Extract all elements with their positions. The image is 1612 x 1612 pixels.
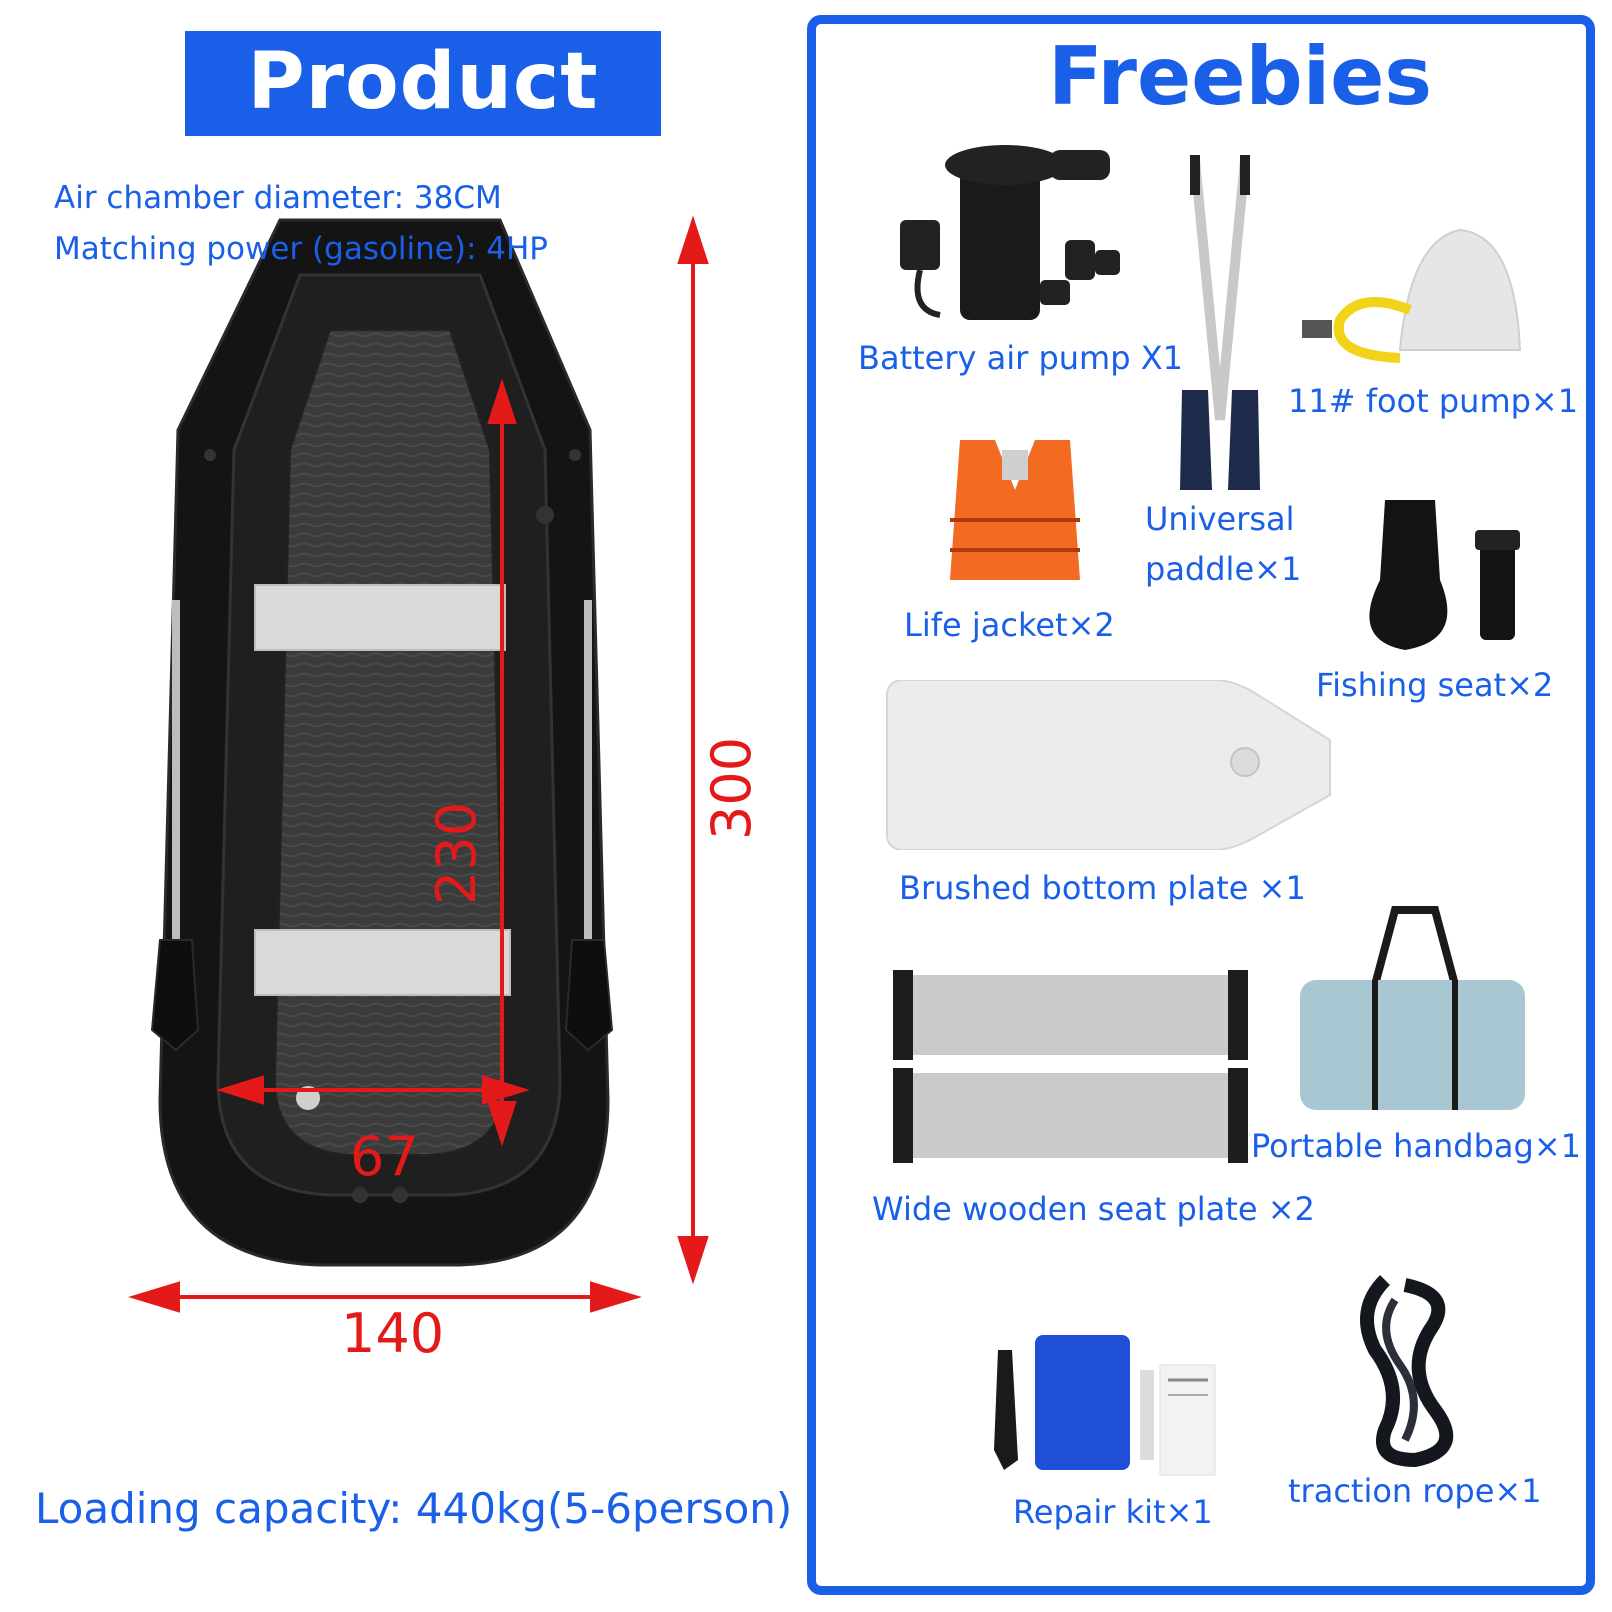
dimension-width-inner: 67 [350,1125,419,1188]
freebies-panel [807,15,1595,1595]
fishing-seat-image [1369,500,1520,650]
label-universal-paddle-line1: Universal [1145,500,1295,538]
label-repair-kit: Repair kit×1 [1013,1493,1213,1531]
freebies-title: Freebies [1047,30,1433,123]
label-life-jacket: Life jacket×2 [904,606,1115,644]
boat-illustration [150,218,614,1267]
repair-kit-image [994,1335,1216,1476]
life-jacket-image [950,440,1080,580]
label-traction-rope: traction rope×1 [1288,1472,1542,1510]
battery-air-pump-image [900,145,1120,320]
label-wide-wooden-seat-plate: Wide wooden seat plate ×2 [872,1190,1315,1228]
dimension-length-inner: 230 [425,801,488,905]
label-portable-handbag: Portable handbag×1 [1251,1127,1581,1165]
product-size-title: Product size [247,37,599,217]
label-battery-air-pump: Battery air pump X1 [858,339,1183,377]
foot-pump-image [1302,228,1522,363]
label-fishing-seat: Fishing seat×2 [1316,666,1554,704]
label-brushed-bottom-plate: Brushed bottom plate ×1 [899,869,1306,907]
product-size-title-box: Product size [185,31,661,217]
loading-capacity: Loading capacity: 440kg(5-6person) [35,1484,793,1533]
bottom-plate-image [885,680,1331,850]
spec-matching-power: Matching power (gasoline): 4HP [54,231,549,267]
dimension-width-outer: 140 [341,1302,445,1365]
paddle-image [1180,155,1260,490]
label-foot-pump: 11# foot pump×1 [1288,382,1579,420]
dimension-arrows [128,215,709,1313]
wooden-seat-plate-image [893,970,1248,1163]
spec-air-chamber: Air chamber diameter: 38CM [54,180,502,216]
portable-handbag-image [1300,906,1525,1110]
label-universal-paddle-line2: paddle×1 [1145,550,1302,588]
traction-rope-image [1360,1275,1454,1468]
dimension-length-outer: 300 [700,736,763,840]
